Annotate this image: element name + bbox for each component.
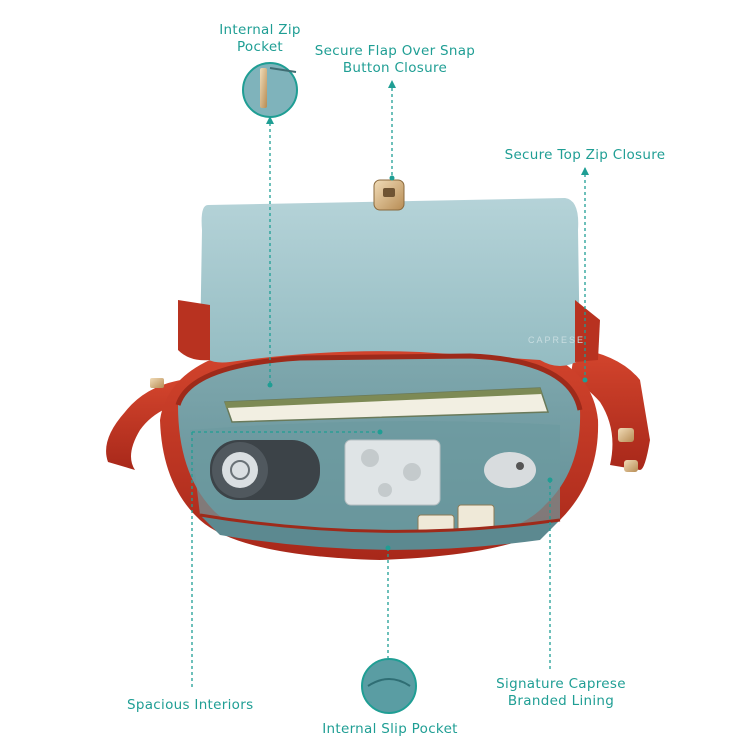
clear-case bbox=[344, 439, 441, 506]
zip-pocket-detail bbox=[242, 62, 298, 118]
flap-closure-label: Secure Flap Over Snap Button Closure bbox=[314, 43, 476, 76]
water-bottle bbox=[210, 440, 320, 500]
internal-zip-pocket-label: Internal Zip Pocket bbox=[219, 22, 301, 55]
slip-pocket-label: Internal Slip Pocket bbox=[322, 721, 458, 737]
callout-lines bbox=[191, 82, 586, 690]
slip-pocket-detail bbox=[361, 658, 417, 714]
snap-button bbox=[373, 179, 405, 211]
bag-flap bbox=[200, 198, 580, 366]
earbud-case bbox=[484, 452, 536, 488]
notebook bbox=[223, 387, 550, 423]
spacious-interiors-label: Spacious Interiors bbox=[127, 697, 254, 713]
callout-endpoints bbox=[266, 80, 589, 551]
signature-lining-label: Signature Caprese Branded Lining bbox=[496, 676, 626, 709]
top-zip-label: Secure Top Zip Closure bbox=[504, 147, 666, 163]
lining-print: CAPRESE bbox=[528, 335, 585, 345]
